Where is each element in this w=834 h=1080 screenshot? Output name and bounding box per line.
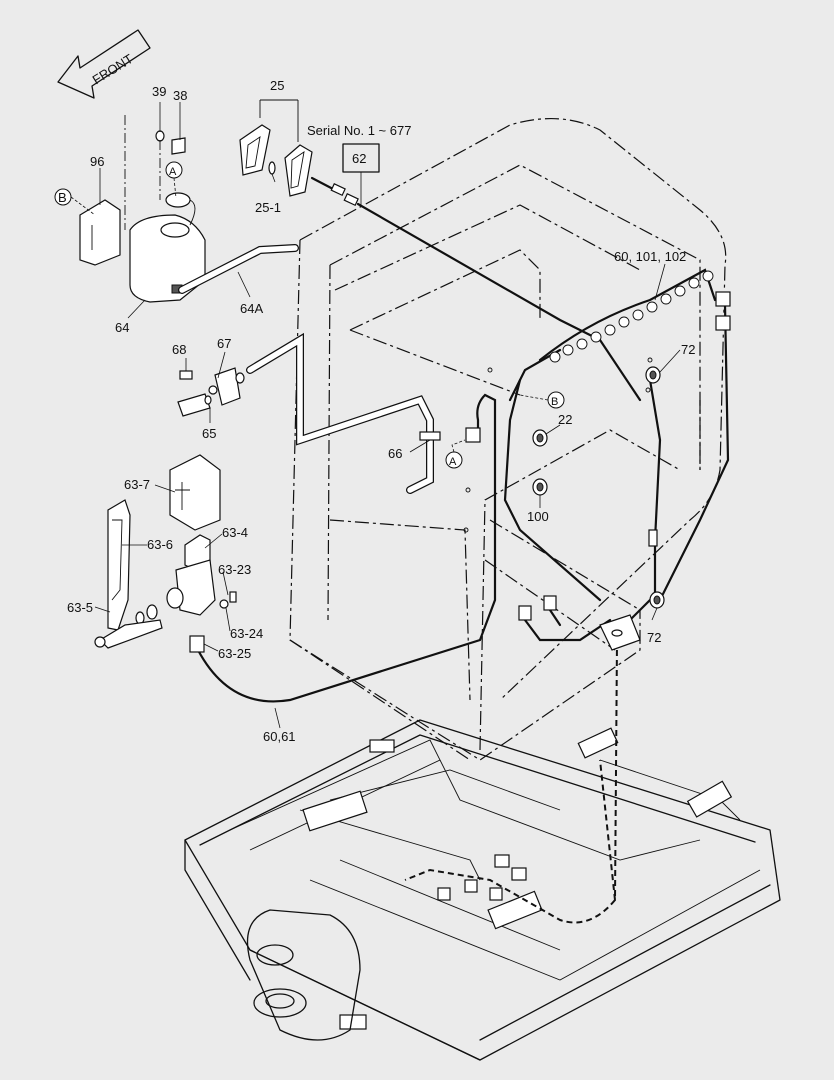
wiper-cover: [169, 454, 221, 531]
callout-96: 96: [90, 154, 104, 169]
callout-38: 38: [173, 88, 187, 103]
callout-68: 68: [172, 342, 186, 357]
washer-hose: [178, 244, 441, 494]
svg-text:A: A: [169, 166, 177, 178]
callout-64a: 64A: [240, 301, 263, 316]
callout-63-6: 63-6: [147, 537, 173, 552]
callout-39: 39: [152, 84, 166, 99]
callout-63-24: 63-24: [230, 626, 263, 641]
base-harness: [404, 639, 618, 924]
callout-63-25: 63-25: [218, 646, 251, 661]
tank-bracket: [79, 199, 121, 266]
callout-25: 25: [270, 78, 284, 93]
callout-67: 67: [217, 336, 231, 351]
svg-text:A: A: [449, 456, 457, 468]
marker-a-1: A: [165, 161, 183, 179]
callout-62: 62: [352, 151, 366, 166]
bolts-38-39: [155, 130, 186, 155]
callout-63-23: 63-23: [218, 562, 251, 577]
washer-nozzle: [177, 367, 245, 417]
grommets: [463, 357, 665, 609]
callout-22: 22: [558, 412, 572, 427]
wiper-motor: [135, 534, 237, 653]
callout-64: 64: [115, 320, 129, 335]
roof-harness: [196, 202, 731, 703]
callout-60-61: 60,61: [263, 729, 296, 744]
svg-text:B: B: [551, 396, 558, 408]
washer-tank: [129, 192, 206, 303]
svg-text:B: B: [58, 190, 67, 205]
cab-frame: [289, 118, 727, 761]
marker-b-2: B: [547, 391, 565, 409]
callout-66: 66: [388, 446, 402, 461]
callout-100: 100: [527, 509, 549, 524]
callout-65: 65: [202, 426, 216, 441]
switch-assembly: [239, 99, 313, 197]
callout-60-101-102: 60, 101, 102: [614, 249, 686, 264]
wiper-arm-blade: [94, 499, 163, 649]
leader-lines: [94, 102, 681, 729]
marker-a-2: A: [445, 451, 463, 469]
labels: Serial No. 1 ~ 677 25 25-1 62 38 39 96 6…: [67, 78, 695, 744]
marker-b-1: B: [54, 188, 72, 206]
switch-cable: [310, 176, 337, 192]
front-arrow: FRONT: [57, 29, 151, 99]
base-frame: [184, 719, 781, 1061]
callout-63-4: 63-4: [222, 525, 248, 540]
serial-note: Serial No. 1 ~ 677: [307, 123, 411, 138]
callout-72-bottom: 72: [647, 630, 661, 645]
callout-72-top: 72: [681, 342, 695, 357]
callout-63-7: 63-7: [124, 477, 150, 492]
callout-63-5: 63-5: [67, 600, 93, 615]
callout-25-1: 25-1: [255, 200, 281, 215]
